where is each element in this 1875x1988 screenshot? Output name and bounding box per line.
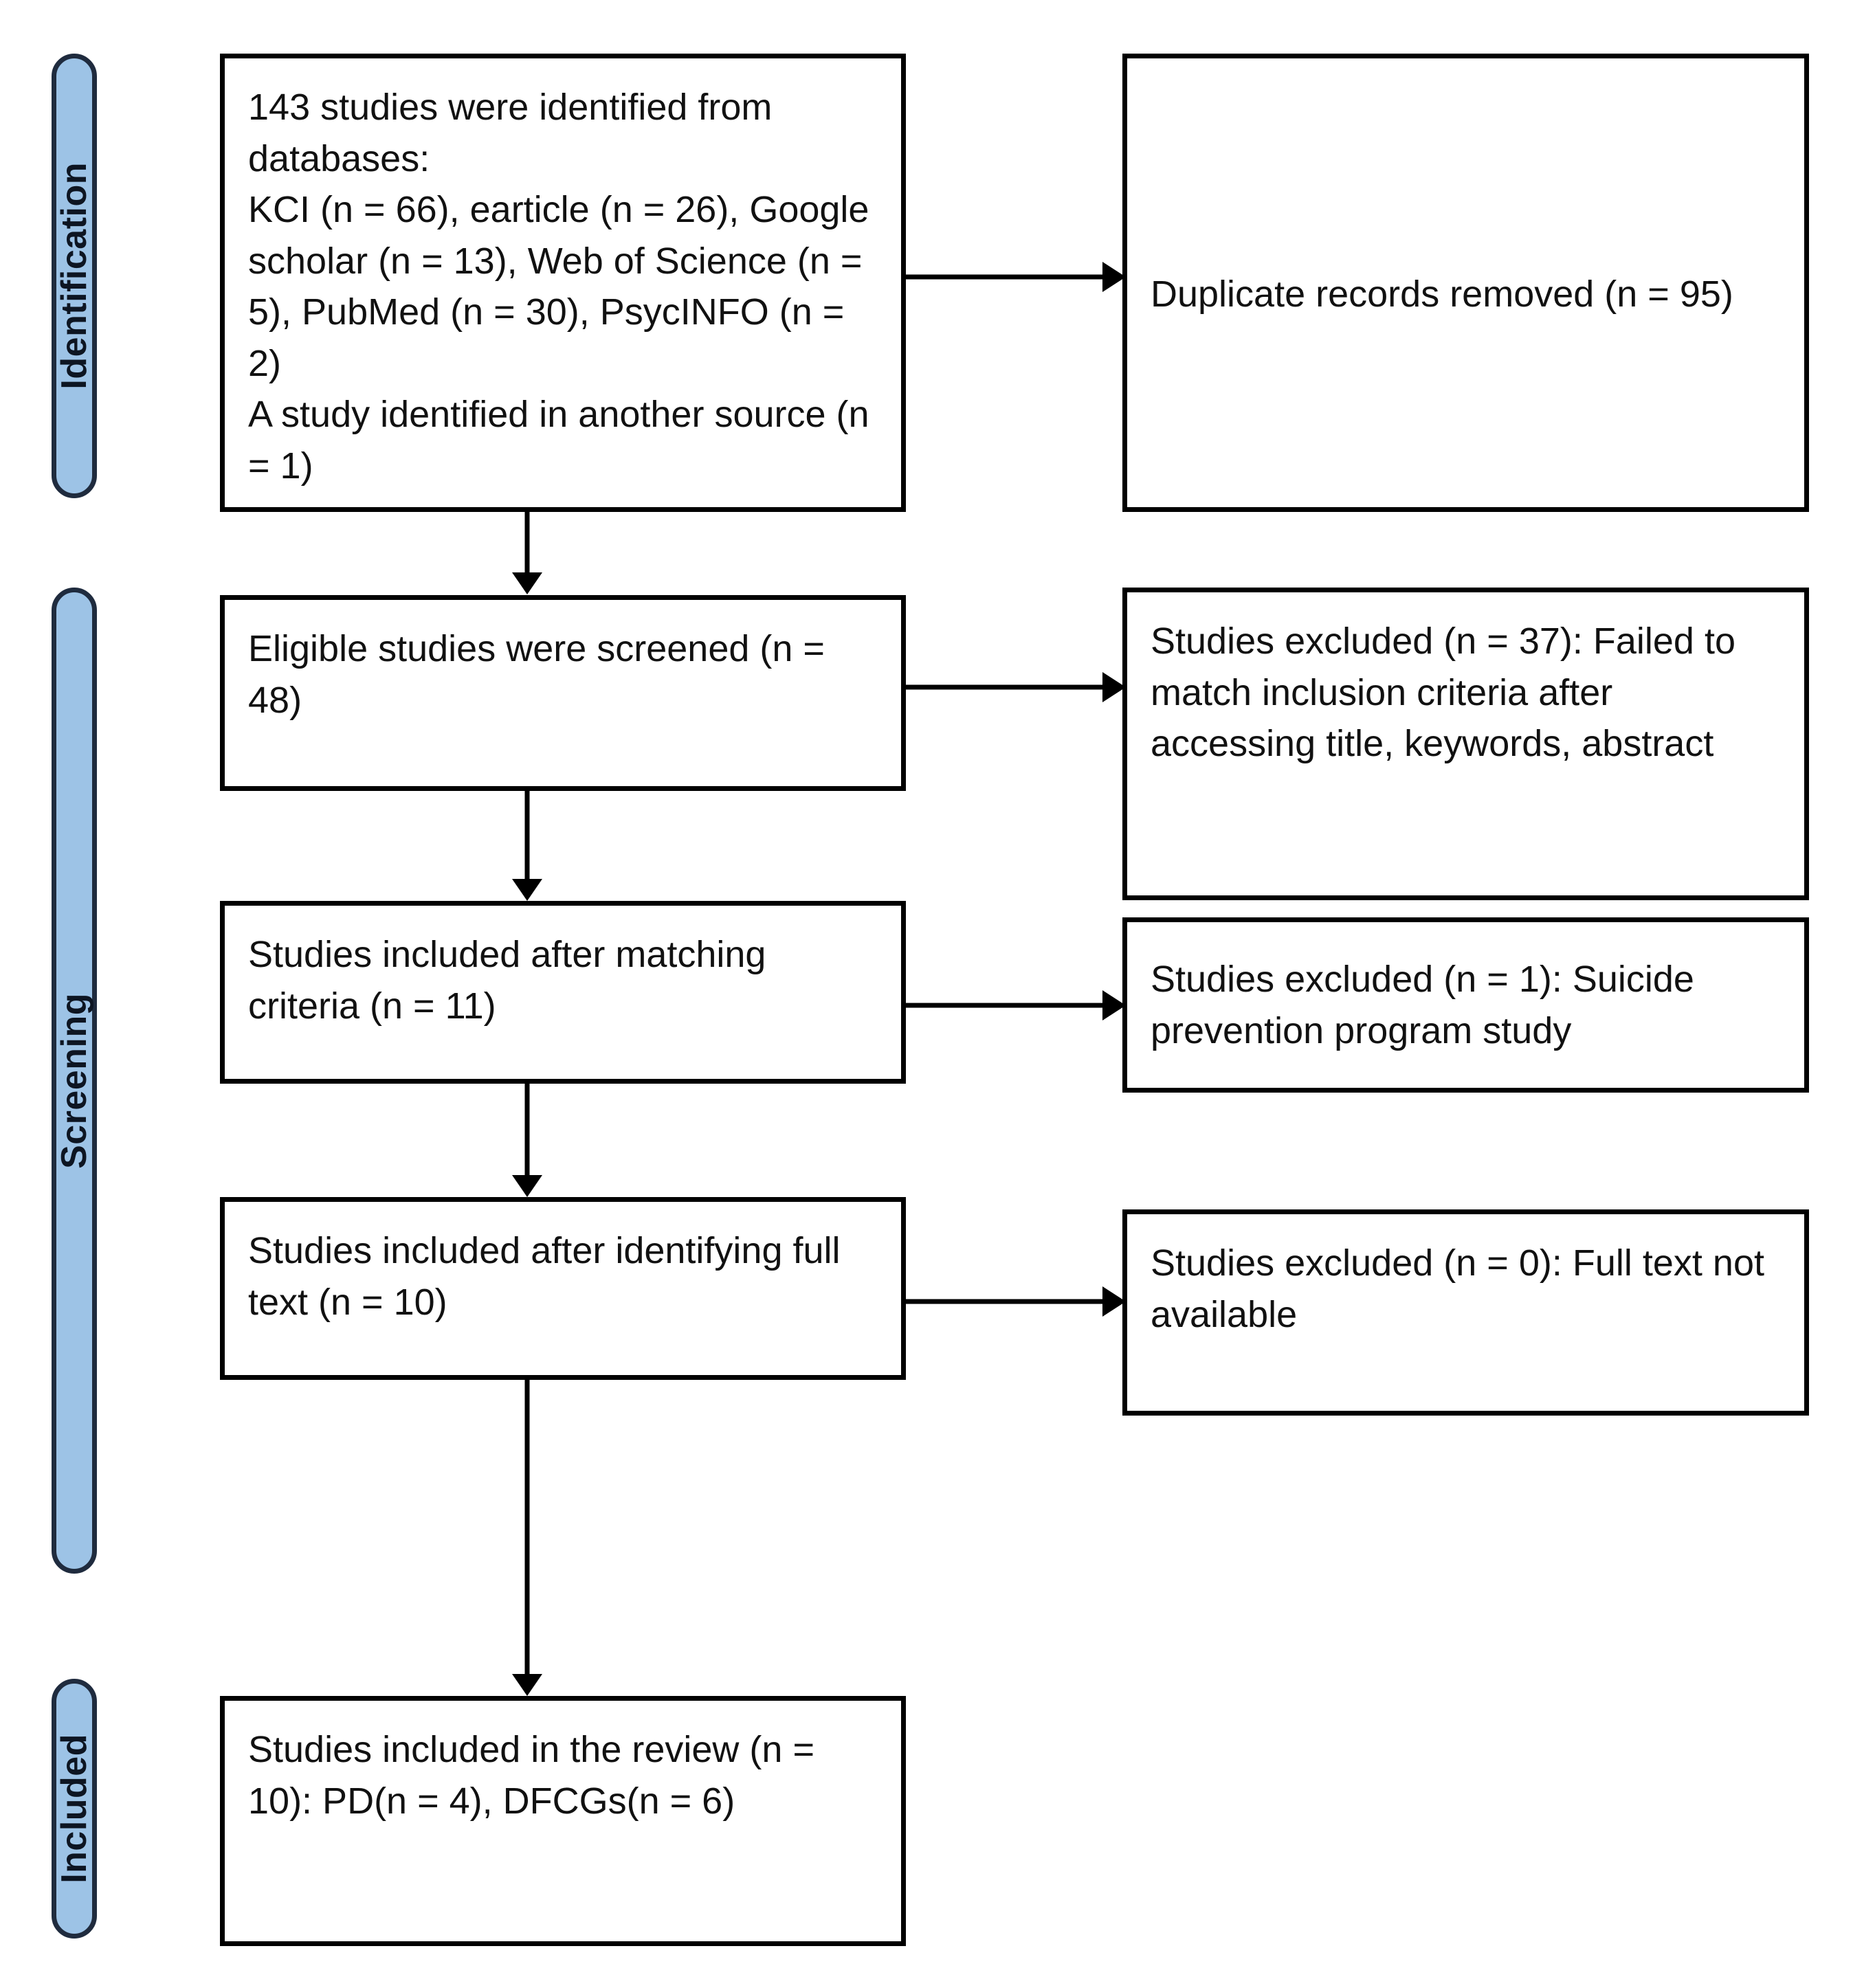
box-studies-excluded-screening-text: Studies excluded (n = 37): Failed to mat… [1151,621,1746,765]
box-studies-excluded-full-text-text: Studies excluded (n = 0): Full text not … [1151,1242,1775,1335]
arrow-full-text-to-included-review [507,1380,548,1696]
arrow-screened-to-excluded-screening [906,667,1126,708]
box-studies-matched-criteria: Studies included after matching criteria… [220,901,906,1084]
box-studies-excluded-full-text: Studies excluded (n = 0): Full text not … [1122,1209,1809,1416]
stage-bar-included: Included [52,1679,97,1939]
arrow-matched-to-excluded-suicide [906,985,1126,1026]
box-studies-full-text: Studies included after identifying full … [220,1197,906,1380]
stage-label-identification: Identification [54,162,94,390]
box-studies-screened-text: Eligible studies were screened (n = 48) [248,628,835,721]
box-studies-excluded-suicide-prevention-text: Studies excluded (n = 1): Suicide preven… [1151,958,1705,1051]
stage-bar-identification: Identification [52,54,97,498]
box-studies-full-text-text: Studies included after identifying full … [248,1230,851,1323]
box-studies-included-in-review-text: Studies included in the review (n = 10):… [248,1729,825,1822]
stage-label-screening: Screening [54,992,94,1169]
box-studies-matched-criteria-text: Studies included after matching criteria… [248,934,777,1027]
arrow-full-text-to-excluded-full-text [906,1281,1126,1322]
arrow-matched-to-full-text [507,1084,548,1197]
stage-bar-screening: Screening [52,588,97,1574]
arrow-screened-to-matched-criteria [507,791,548,901]
box-studies-screened: Eligible studies were screened (n = 48) [220,595,906,791]
box-duplicate-records-removed-text: Duplicate records removed (n = 95) [1151,273,1733,315]
box-studies-excluded-suicide-prevention: Studies excluded (n = 1): Suicide preven… [1122,917,1809,1093]
box-studies-included-in-review: Studies included in the review (n = 10):… [220,1696,906,1946]
box-records-identified-text: 143 studies were identified from databas… [248,87,869,487]
box-studies-excluded-screening: Studies excluded (n = 37): Failed to mat… [1122,588,1809,900]
arrow-identified-to-duplicates [906,256,1126,298]
stage-label-included: Included [54,1734,94,1884]
arrow-identified-to-screened [507,512,548,594]
box-duplicate-records-removed: Duplicate records removed (n = 95) [1122,54,1809,512]
box-records-identified: 143 studies were identified from databas… [220,54,906,512]
